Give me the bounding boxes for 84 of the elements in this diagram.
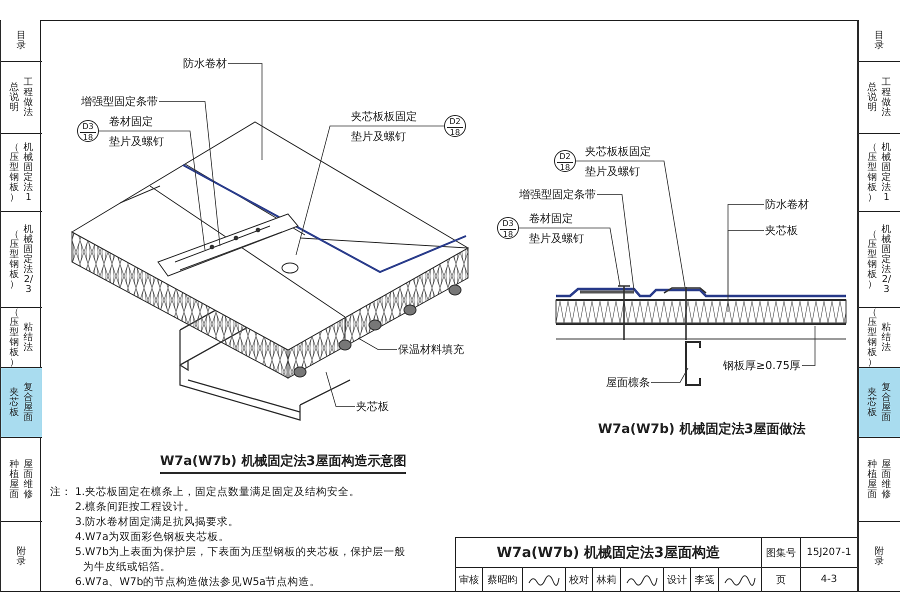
sidebar-tab-text: （压型钢板） bbox=[9, 230, 20, 290]
sidebar-tab-text: 总说明 bbox=[9, 82, 20, 112]
part-label: 增强型固定条带 bbox=[518, 188, 597, 201]
note-text: 注： bbox=[50, 485, 72, 500]
sidebar-tab-text: （压型钢板） bbox=[867, 230, 878, 290]
callout-text: 夹芯板板固定 bbox=[584, 145, 652, 158]
sidebar-tab-text: （压型钢板） bbox=[9, 142, 20, 202]
sidebar-tab-text: 夹芯板 bbox=[9, 388, 20, 418]
leader-line bbox=[158, 101, 220, 246]
detail-callout: D2 18 bbox=[444, 115, 466, 137]
title-block-text: 4-3 bbox=[800, 568, 858, 592]
detail-callout: D2 18 bbox=[554, 150, 576, 172]
sidebar-tab-text: 总说明 bbox=[867, 82, 878, 112]
sidebar-tab-text: （压型钢板） bbox=[867, 308, 878, 368]
note-text: 6.W7a、W7b的节点构造做法参见W5a节点构造。 bbox=[75, 575, 321, 590]
title-block-text: 页 bbox=[761, 568, 800, 592]
callout-text: 垫片及螺钉 bbox=[350, 130, 407, 143]
callout-text: 卷材固定 bbox=[108, 115, 154, 128]
fixing-washer-drawing bbox=[663, 286, 707, 341]
part-label: 夹芯板 bbox=[764, 224, 799, 237]
note-text: 2.檩条间距按工程设计。 bbox=[75, 500, 196, 515]
sidebar-tab-text: 夹芯板 bbox=[867, 388, 878, 418]
sidebar-tab-text: 种植屋面 bbox=[9, 460, 20, 500]
title-block-text: 15J207-1 bbox=[800, 538, 858, 568]
part-label: 保温材料填充 bbox=[397, 343, 465, 356]
sidebar-tab-text: 屋面维修 bbox=[23, 460, 34, 500]
leader-line bbox=[98, 130, 206, 250]
detail-callout: D3 18 bbox=[497, 217, 519, 239]
callout-text: 夹芯板板固定 bbox=[350, 110, 418, 123]
title-block-text: 设计 bbox=[663, 568, 691, 592]
title-block-text: 审核 bbox=[456, 568, 483, 592]
note-text: 3.防水卷材固定满足抗风揭要求。 bbox=[75, 515, 240, 530]
note-text: 4.W7a为双面彩色钢板夹芯板。 bbox=[75, 530, 230, 545]
leader-line bbox=[801, 326, 816, 366]
part-label: 增强型固定条带 bbox=[80, 95, 159, 108]
note-text: 5.W7b为上表面为保护层，下表面为压型钢板的夹芯板，保护层一般为牛皮纸或铝箔。 bbox=[75, 545, 407, 575]
leader-line bbox=[326, 372, 356, 407]
leader-line bbox=[728, 230, 764, 312]
sidebar-tab-text: 附录 bbox=[16, 546, 27, 566]
sidebar-tab-text: （压型钢板） bbox=[9, 308, 20, 368]
title-block-text: 图集号 bbox=[761, 538, 800, 568]
leader-line bbox=[296, 126, 444, 256]
leader-line bbox=[228, 63, 262, 160]
leader-line bbox=[518, 228, 620, 286]
leader-line bbox=[596, 194, 634, 291]
detail-callout: D3 18 bbox=[77, 120, 99, 142]
part-label: 夹芯板 bbox=[355, 400, 390, 413]
sidebar-tab-text: 目录 bbox=[16, 30, 27, 50]
title-block-text: 李笺 bbox=[690, 568, 718, 592]
callout-text: 垫片及螺钉 bbox=[108, 135, 165, 148]
sidebar-tab-text: 机械固定法2/3 bbox=[23, 224, 34, 294]
figure-caption: W7a(W7b) 机械固定法3屋面做法 bbox=[598, 420, 806, 438]
sidebar-tab-text: 粘结法 bbox=[23, 322, 34, 352]
leader-line bbox=[650, 368, 688, 383]
note-text: 1.夹芯板固定在檩条上，固定点数量满足固定及结构安全。 bbox=[75, 485, 360, 500]
sidebar-tab-text: 目录 bbox=[874, 30, 885, 50]
leader-line bbox=[576, 160, 686, 288]
fixing-strip-drawing bbox=[580, 290, 634, 294]
sidebar-tab-text: （压型钢板） bbox=[867, 142, 878, 202]
sidebar-tab-text: 复合屋面 bbox=[881, 382, 892, 422]
callout-text: 垫片及螺钉 bbox=[528, 232, 585, 245]
sidebar-tab-text: 工程做法 bbox=[881, 78, 892, 118]
figure-caption: W7a(W7b) 机械固定法3屋面构造示意图 bbox=[160, 452, 406, 474]
drawing-title: W7a(W7b) 机械固定法3屋面构造 bbox=[456, 538, 762, 568]
fixing-screw-drawing bbox=[617, 285, 631, 341]
sidebar-tab-text: 种植屋面 bbox=[867, 460, 878, 500]
callout-text: 垫片及螺钉 bbox=[584, 165, 641, 178]
leader-line bbox=[358, 338, 398, 350]
sidebar-tab-text: 工程做法 bbox=[23, 78, 34, 118]
part-label: 防水卷材 bbox=[764, 198, 810, 211]
sidebar-tab-text: 附录 bbox=[874, 546, 885, 566]
callout-text: 卷材固定 bbox=[528, 212, 574, 225]
part-label: 防水卷材 bbox=[182, 57, 228, 70]
sidebar-tab-text: 机械固定法1 bbox=[23, 142, 34, 202]
sidebar-tab-text: 粘结法 bbox=[881, 322, 892, 352]
title-block-text: 蔡昭昀 bbox=[482, 568, 522, 592]
sidebar-tab-text: 屋面维修 bbox=[881, 460, 892, 500]
sidebar-tab-text: 复合屋面 bbox=[23, 382, 34, 422]
part-label: 屋面檩条 bbox=[605, 376, 651, 389]
title-block-text: 林莉 bbox=[592, 568, 620, 592]
title-block-text: 校对 bbox=[565, 568, 593, 592]
part-label: 钢板厚≥0.75厚 bbox=[722, 359, 802, 372]
sidebar-tab-text: 机械固定法1 bbox=[881, 142, 892, 202]
sidebar-tab-text: 机械固定法2/3 bbox=[881, 224, 892, 294]
